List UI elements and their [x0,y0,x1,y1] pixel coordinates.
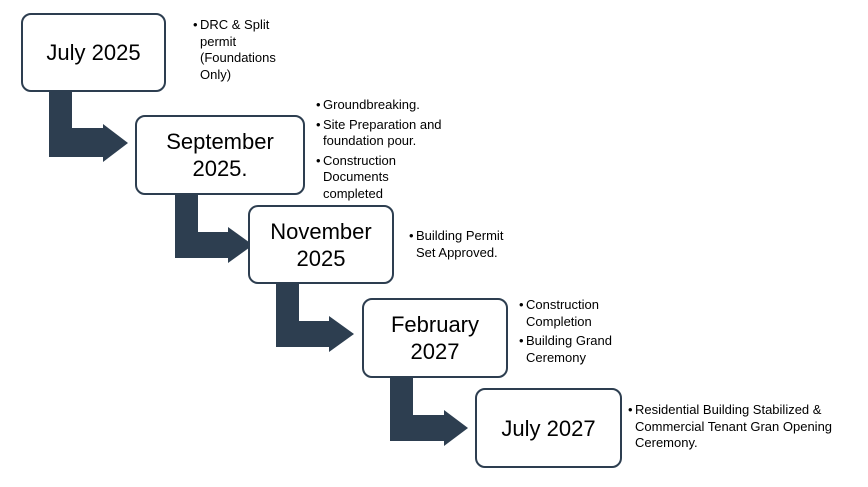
arrow-3 [276,284,354,352]
milestone-notes-november-2025: Building Permit Set Approved. [409,228,539,264]
milestone-date-line: 2025. [192,156,248,181]
milestone-date-line: July 2027 [501,415,596,441]
note-item: Site Preparation and foundation pour. [316,117,491,150]
milestone-date-line: November [270,218,372,244]
milestone-notes-february-2027: Construction Completion Building Grand C… [519,297,639,369]
milestone-box-september-2025: September 2025. [135,115,305,195]
arrow-4 [390,378,468,446]
note-item: Construction Documents completed [316,153,491,203]
milestone-notes-september-2025: Groundbreaking. Site Preparation and fou… [316,97,491,205]
note-item: Construction Completion [519,297,639,330]
note-item: Building Permit Set Approved. [409,228,539,261]
milestone-notes-july-2025: DRC & Split permit (Foundations Only) [193,17,313,86]
milestone-box-july-2027: July 2027 [475,388,622,468]
milestone-box-february-2027: February 2027 [362,298,508,378]
note-item: Building Grand Ceremony [519,333,639,366]
note-item: DRC & Split permit (Foundations Only) [193,17,313,83]
note-item: Groundbreaking. [316,97,491,114]
milestone-box-july-2025: July 2025 [21,13,166,92]
note-item: Residential Building Stabilized & Commer… [628,402,864,452]
milestone-date-line: 2027 [410,339,460,364]
milestone-date-line: September [166,129,274,154]
milestone-date-line: 2025 [296,245,346,271]
milestone-notes-july-2027: Residential Building Stabilized & Commer… [628,402,864,455]
milestone-date-line: February [390,312,480,337]
milestone-box-november-2025: November 2025 [248,205,394,284]
milestone-date-line: July 2025 [46,40,141,65]
arrow-2 [175,195,253,263]
arrow-1 [49,92,128,162]
